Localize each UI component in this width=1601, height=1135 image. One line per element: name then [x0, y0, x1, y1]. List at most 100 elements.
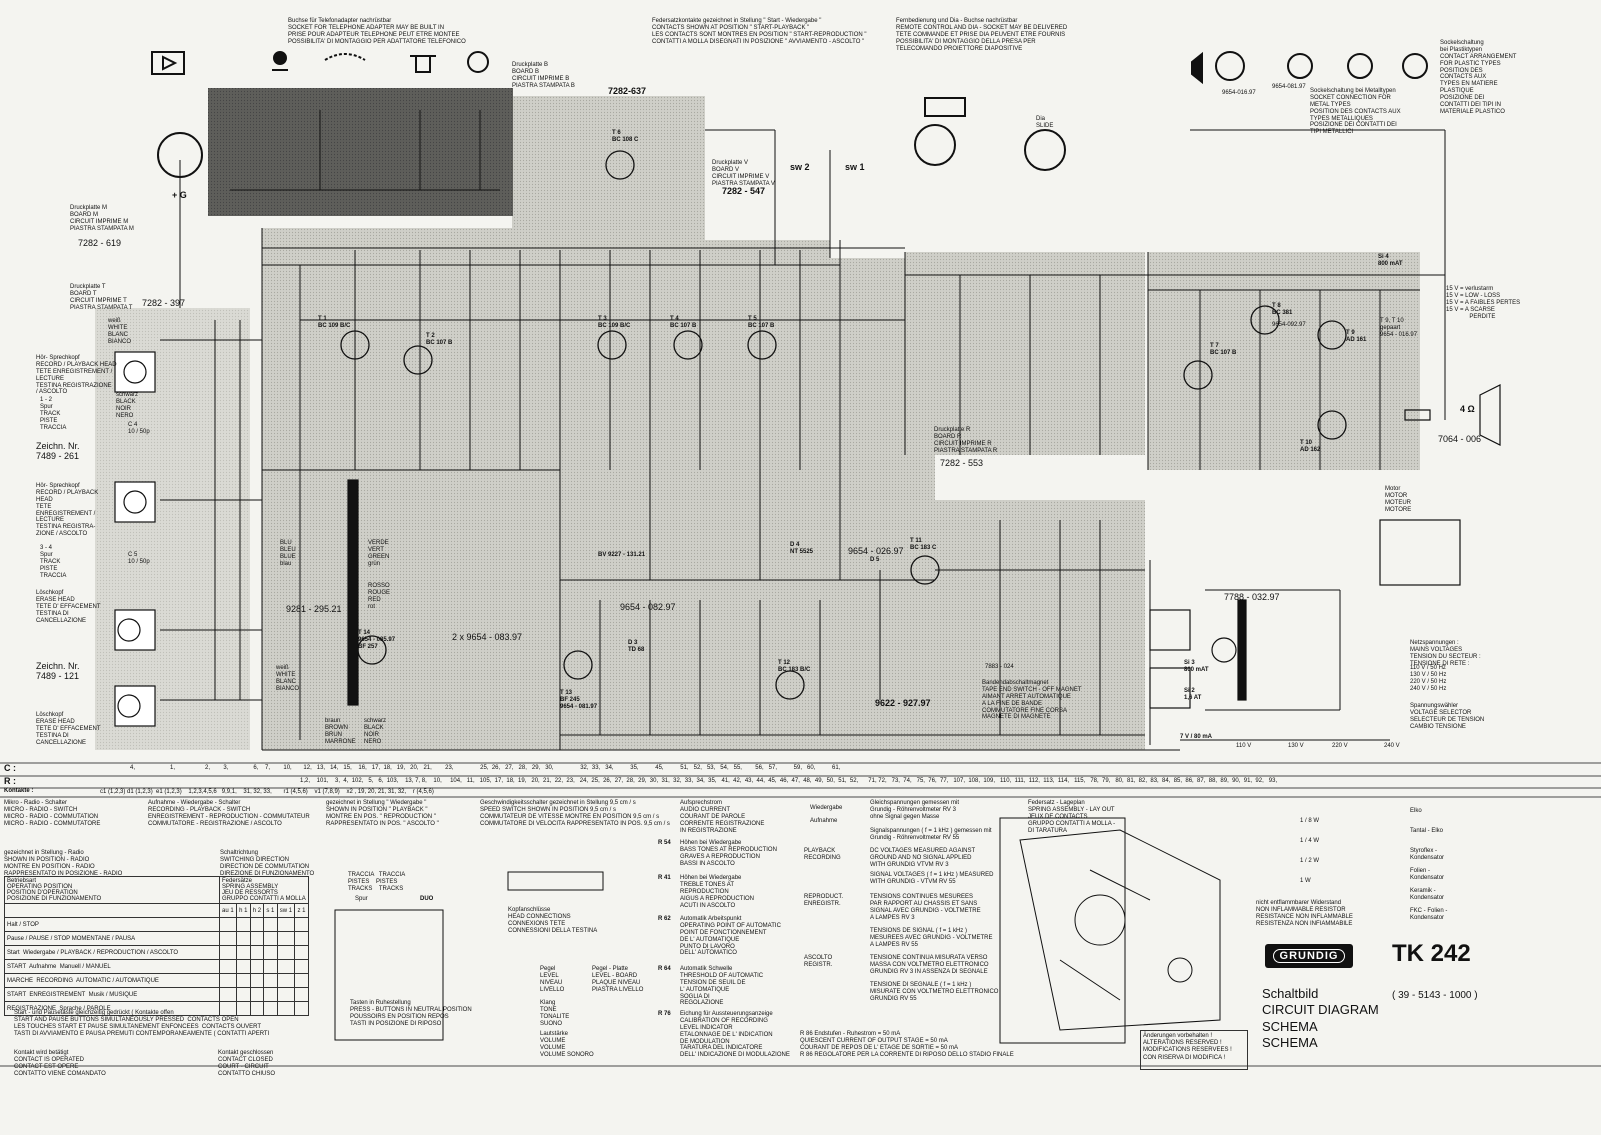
socket-metal-note: Sockelschaltung bei Metalltypen SOCKET C…	[1310, 88, 1401, 136]
board-t-label: Druckplatte T BOARD T CIRCUIT IMPRIME T …	[70, 284, 133, 311]
diode-9654-026: 9654 - 026.97	[848, 546, 904, 556]
diode-9654-083: 2 x 9654 - 083.97	[452, 632, 523, 642]
erase-head-label: Löschkopf ERASE HEAD TETE D' EFFACEMENT …	[36, 590, 101, 624]
c-row-values: 4, 1, 2, 3, 6, 7, 10, 12, 13, 14, 15, 16…	[130, 765, 841, 771]
t12-label: T 12 BC 183 B/C	[778, 660, 811, 673]
t5-label: T 5 BC 107 B	[748, 316, 775, 329]
drawing-no-1: Zeichn. Nr. 7489 - 261	[36, 441, 80, 462]
watt-1-4: 1 / 4 W	[1300, 838, 1320, 844]
switch-col: z 1	[294, 903, 309, 918]
klang-legend: Klang TONE TONALITE SUONO	[540, 1000, 570, 1027]
board-m-region	[262, 212, 935, 750]
switch-row: Start Wiedergabe / PLAYBACK / REPRODUCTI…	[4, 945, 220, 960]
aufnahme-label: Aufnahme	[810, 818, 838, 824]
d3-label: D 3 TD 68	[628, 640, 645, 653]
d5-label: D 5	[870, 557, 880, 563]
c5-label: C 5 10 / 50p	[128, 552, 150, 565]
si3-label: Si 3 800 mAT	[1184, 660, 1209, 673]
r62-ref: R 62	[658, 916, 671, 922]
board-m-number: 7282 - 619	[78, 238, 122, 248]
wire-red: ROSSO ROUGE RED rot	[368, 583, 391, 610]
switch-row: Pause / PAUSE / STOP MOMENTANE / PAUSA	[4, 931, 220, 946]
meter-label: 9622 - 927.97	[875, 698, 931, 708]
power-section	[347, 384, 1501, 709]
dia-label: Dia SLIDE	[1036, 116, 1054, 129]
switch-row: Halt / STOP	[4, 917, 220, 932]
alterations-notice: Änderungen vorbehalten ! ALTERATIONS RES…	[1140, 1030, 1248, 1070]
t8-label: T 8 BC 381	[1272, 303, 1293, 316]
signal-measured-note: Signalspannungen ( f = 1 kHz ) gemessen …	[870, 828, 992, 841]
dc-measured-note: Gleichspannungen gemessen mit Grundig - …	[870, 800, 960, 820]
speed-switch-legend: Geschwindigkeitsschalter gezeichnet in S…	[480, 800, 670, 827]
spring-contacts-note: Federsatzkontakte gezeichnet in Stellung…	[652, 18, 867, 45]
low-loss-note: 15 V = verlustarm 15 V = LOW - LOSS 15 V…	[1446, 286, 1521, 320]
d4-label: D 4 NT 5525	[790, 542, 814, 555]
ref-9281: 9281 - 295.21	[286, 604, 342, 614]
tensions-signal-note: TENSIONS DE SIGNAL ( f = 1 kHz ) MESUREE…	[870, 928, 993, 948]
spring-layout-legend: Federsatz - Lageplan SPRING ASSEMBLY - L…	[1028, 800, 1116, 834]
head-connection-drawing	[334, 871, 604, 1041]
t2-label: T 2 BC 107 B	[426, 333, 453, 346]
mikro-switch-legend: Mikro - Radio - Schalter MICRO - RADIO -…	[4, 800, 101, 827]
wire-blue: BLU BLEU BLUE blau	[280, 540, 296, 567]
switch-row: START ENREGISTREMENT Musik / MUSIQUE	[4, 987, 220, 1002]
r64-legend: Automatik Schwelle THRESHOLD OF AUTOMATI…	[680, 966, 764, 1007]
r62-legend: Automatik Arbeitspunkt OPERATING POINT O…	[680, 916, 781, 957]
pegel-legend: Pegel LEVEL NIVEAU LIVELLO	[540, 966, 565, 993]
board-m-label: Druckplatte M BOARD M CIRCUIT IMPRIME M …	[70, 205, 134, 232]
k-row-values: c1 (1,2,3) d1 (1,2,3) e1 (1,2,3) 1,2,3,4…	[100, 789, 434, 795]
switch-table-header-2: Federsätze SPRING ASSEMBLY JEU DE RESSOR…	[219, 876, 309, 904]
selector-110: 110 V	[1236, 743, 1252, 749]
r54-legend: Höhen bei Wiedergabe BASS TONES AT REPRO…	[680, 840, 777, 867]
head-white-label: weiß WHITE BLANC BIANCO	[108, 318, 132, 345]
shaded-boards	[95, 88, 1420, 750]
selector-220: 220 V	[1332, 743, 1348, 749]
board-b-label: Druckplatte B BOARD B CIRCUIT IMPRIME B …	[512, 62, 575, 89]
t6-label: T 6 BC 108 C	[612, 130, 639, 143]
rec-head-2-label: Hör- Sprechkopf RECORD / PLAYBACK HEAD T…	[36, 483, 99, 538]
motor-label: Motor MOTOR MOTEUR MOTORE	[1385, 486, 1412, 513]
cap-elko: Elko	[1410, 808, 1422, 814]
signal-voltages-note: SIGNAL VOLTAGES ( f = 1 kHz ) MEASURED W…	[870, 872, 994, 885]
t3-label: T 3 BC 109 B/C	[598, 316, 631, 329]
watt-1-2: 1 / 2 W	[1300, 858, 1320, 864]
t14-label: T 14 9654 - 085.97 BF 257	[358, 630, 396, 650]
socket-plastic-note: Sockelschaltung bei Plastiktypen CONTACT…	[1440, 40, 1517, 115]
si2-label: Si 2 1,6 AT	[1184, 688, 1202, 701]
playback-recording-label: PLAYBACK RECORDING	[804, 848, 841, 861]
board-t-number: 7282 - 397	[142, 298, 186, 308]
board-r-number: 7282 - 553	[940, 458, 984, 468]
t4-label: T 4 BC 107 B	[670, 316, 697, 329]
switch-col: au 1	[218, 903, 238, 918]
t10-label: T 10 AD 162	[1300, 440, 1321, 453]
board-b-number: 7282-637	[608, 86, 647, 96]
board-v-number: 7282 - 547	[722, 186, 766, 196]
t9-label: T 9 AD 161	[1346, 330, 1367, 343]
c-row-label: C :	[4, 763, 16, 773]
board-b-region	[208, 88, 513, 216]
wire-green: VERDE VERT GREEN grün	[368, 540, 390, 567]
tensione-segnale-note: TENSIONE DI SEGNALE ( f = 1 kHz ) MISURA…	[870, 982, 999, 1002]
tensione-continua-note: TENSIONE CONTINUA MISURATA VERSO MASSA C…	[870, 955, 989, 975]
switch-table: Betriebsart OPERATING POSITION POSITION …	[4, 876, 309, 1016]
r-row-label: R :	[4, 776, 16, 786]
board-output-region	[1148, 252, 1420, 470]
board-r-label: Druckplatte R BOARD R CIRCUIT IMPRIME R …	[934, 427, 998, 454]
remote-control-note: Fernbedienung und Dia - Buchse nachrüstb…	[896, 18, 1068, 52]
t7-label: T 7 BC 107 B	[1210, 343, 1237, 356]
rec-head-1-label: Hör- Sprechkopf RECORD / PLAYBACK HEAD T…	[36, 355, 117, 396]
wire-white: weiß WHITE BLANC BIANCO	[276, 665, 300, 692]
r76-ref: R 76	[658, 1011, 671, 1017]
playback-position-legend: gezeichnet in Stellung " Wiedergabe " SH…	[326, 800, 439, 827]
track-3-4-label: 3 - 4 Spur TRACK PISTE TRACCIA	[40, 545, 67, 579]
watt-1-8: 1 / 8 W	[1300, 818, 1320, 824]
board-lower-region	[560, 468, 1145, 750]
k-row-label: Kontakte :	[4, 788, 34, 794]
dc-voltages-note: DC VOLTAGES MEASURED AGAINST GROUND AND …	[870, 848, 976, 868]
rectifier-number: 7883 - 024	[985, 664, 1014, 670]
head-black-label: schwarz BLACK NOIR NERO	[116, 392, 139, 419]
telephone-socket-note: Buchse für Telefonadapter nachrüstbar SO…	[288, 18, 466, 45]
part-number: ( 39 - 5143 - 1000 )	[1392, 990, 1478, 1001]
mains-values: 110 V / 50 Hz 130 V / 50 Hz 220 V / 50 H…	[1410, 665, 1447, 692]
